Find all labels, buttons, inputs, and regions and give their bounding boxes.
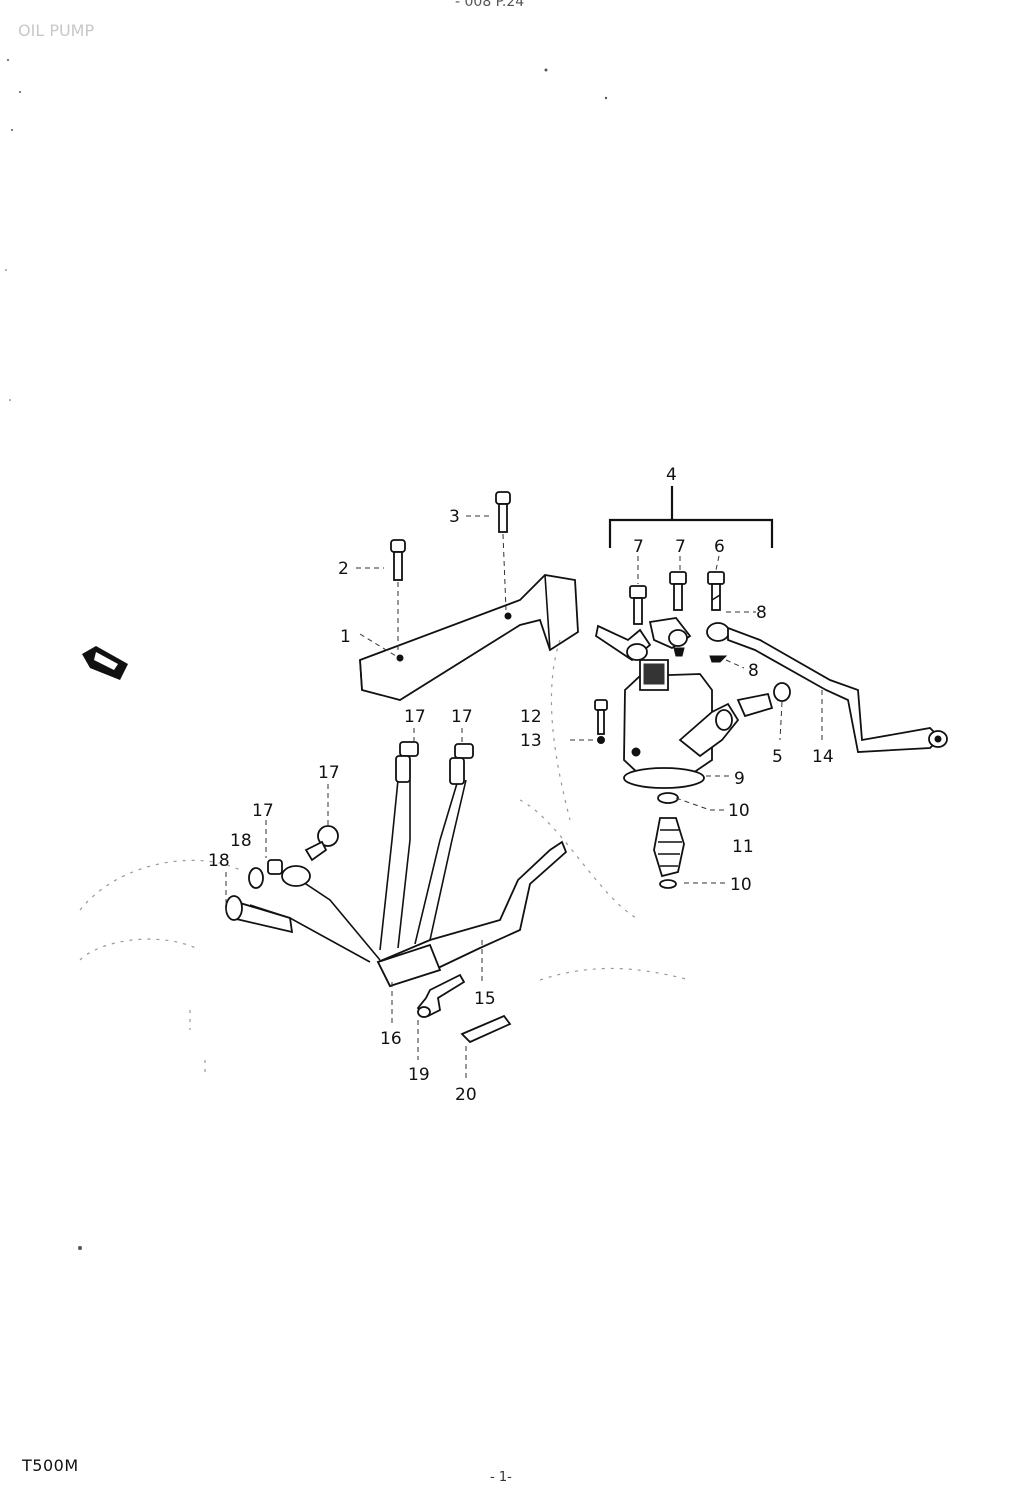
part-20-sleeve bbox=[460, 1014, 512, 1044]
callout-12: 12 bbox=[520, 707, 542, 727]
callout-18b: 18 bbox=[208, 851, 230, 871]
part-7-bolt-a bbox=[629, 585, 647, 625]
callout-6: 6 bbox=[714, 537, 725, 557]
front-direction-arrow-icon bbox=[82, 646, 128, 680]
callout-labels: 1 2 3 4 5 6 7 7 8 8 9 10 10 11 12 13 14 … bbox=[208, 465, 834, 1105]
callout-17a: 17 bbox=[404, 707, 426, 727]
leader-lines bbox=[265, 515, 823, 1080]
callout-18a: 18 bbox=[230, 831, 252, 851]
callout-1: 1 bbox=[340, 627, 351, 647]
part-19-clamp bbox=[416, 973, 466, 1018]
callout-13: 13 bbox=[520, 731, 542, 751]
callout-20: 20 bbox=[455, 1085, 477, 1105]
callout-17c: 17 bbox=[318, 763, 340, 783]
header-title-faded: OIL PUMP bbox=[18, 21, 94, 40]
part-17-fitting-a bbox=[395, 741, 419, 783]
callout-7a: 7 bbox=[633, 537, 644, 557]
callout-17d: 17 bbox=[252, 801, 274, 821]
part-6-bolt bbox=[707, 571, 725, 611]
banjo-fittings bbox=[594, 617, 730, 663]
header-top-partial: - 008 P.24 bbox=[455, 0, 524, 10]
part-14-pipe bbox=[727, 626, 948, 753]
scan-noise bbox=[5, 59, 608, 1250]
callout-14: 14 bbox=[812, 747, 834, 767]
callout-5: 5 bbox=[772, 747, 783, 767]
callout-3: 3 bbox=[449, 507, 460, 527]
callout-19: 19 bbox=[408, 1065, 430, 1085]
callout-4: 4 bbox=[666, 465, 677, 485]
page-number: - 1- bbox=[490, 1470, 512, 1485]
callout-2: 2 bbox=[338, 559, 349, 579]
callout-11: 11 bbox=[732, 837, 754, 857]
callout-16: 16 bbox=[380, 1029, 402, 1049]
part-17-fitting-b bbox=[449, 743, 474, 785]
part-4-group-bracket bbox=[608, 486, 774, 548]
part-3-bolt bbox=[495, 491, 511, 611]
callout-8a: 8 bbox=[756, 603, 767, 623]
callout-15: 15 bbox=[474, 989, 496, 1009]
part-2-bolt bbox=[390, 539, 406, 650]
callout-17b: 17 bbox=[451, 707, 473, 727]
part-7-bolt-b bbox=[669, 571, 687, 611]
model-code: T500M bbox=[22, 1456, 79, 1475]
part-17-bolt-c bbox=[304, 825, 339, 862]
part-11-drive-gear bbox=[653, 792, 685, 889]
oil-pump-body bbox=[623, 659, 791, 789]
engine-outline-ghost bbox=[79, 639, 691, 1075]
callout-8b: 8 bbox=[748, 661, 759, 681]
callout-7b: 7 bbox=[675, 537, 686, 557]
part-1-bracket bbox=[359, 574, 579, 701]
part-17-bolt-d bbox=[267, 859, 311, 887]
part-18-fitting-b bbox=[225, 867, 264, 912]
callout-10b: 10 bbox=[730, 875, 752, 895]
part-18-fitting-a bbox=[225, 895, 294, 934]
callout-10a: 10 bbox=[728, 801, 750, 821]
callout-9: 9 bbox=[734, 769, 745, 789]
part-12-screw bbox=[594, 699, 608, 744]
